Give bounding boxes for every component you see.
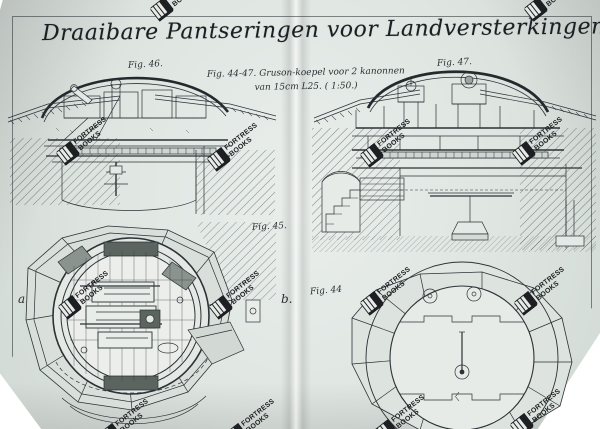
figure-fig47-drawing xyxy=(312,70,597,252)
figure-fig44-drawing xyxy=(351,261,573,429)
figure-fig45-drawing xyxy=(25,222,276,425)
figure-fig46-drawing xyxy=(7,76,277,215)
annotation-letter-b: b. xyxy=(281,292,293,306)
annotation-letter-a: a. xyxy=(18,292,29,306)
